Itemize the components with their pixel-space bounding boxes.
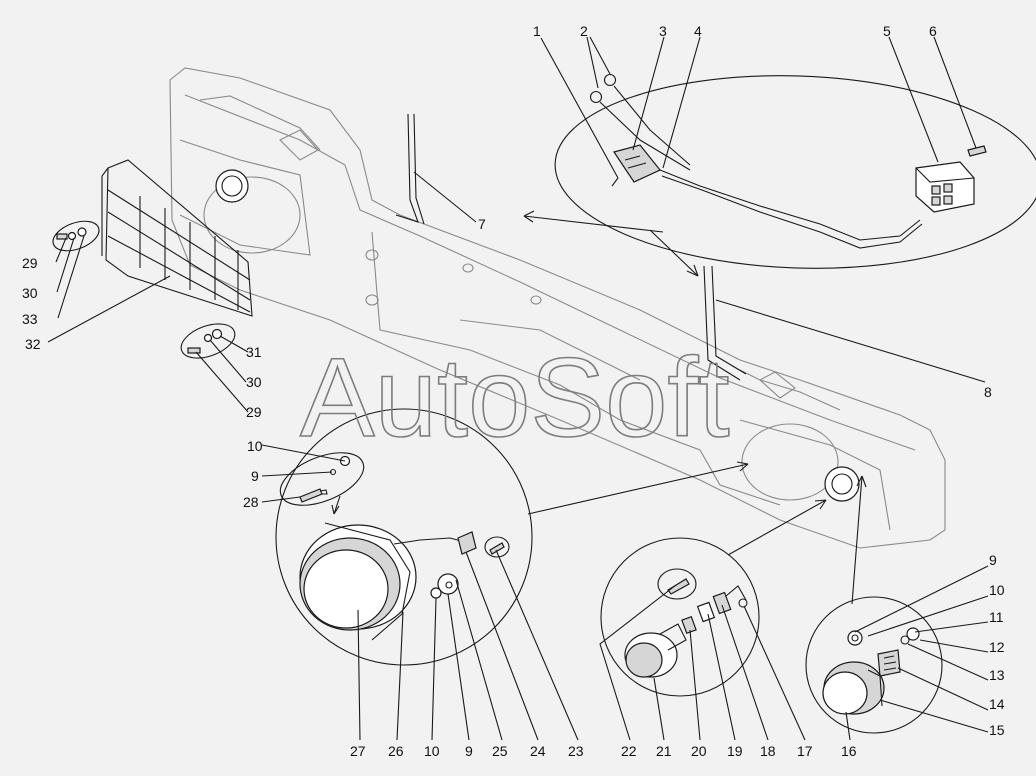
mesh-grille [101, 159, 253, 317]
bracket-rod-8 [703, 265, 747, 381]
callout-15: 15 [989, 722, 1005, 738]
fastener-group-29-30-31 [180, 323, 236, 359]
connector-detail-circle [600, 537, 760, 697]
watermark-text: AutoSoft [300, 335, 730, 460]
bumper-body [169, 67, 946, 549]
callout-13: 13 [989, 667, 1005, 683]
callout-14: 14 [989, 696, 1005, 712]
leader-lines [47, 36, 989, 741]
callout-11: 11 [989, 609, 1004, 625]
callout-25: 25 [492, 743, 508, 759]
callout-23: 23 [568, 743, 584, 759]
callout-18: 18 [760, 743, 776, 759]
callout-7: 7 [478, 216, 486, 232]
mounted-lamp-right [824, 466, 860, 502]
callout-29-a: 29 [22, 255, 38, 271]
callout-10-c: 10 [989, 582, 1005, 598]
callout-1: 1 [533, 23, 541, 39]
headlamp-detail-circle [275, 408, 533, 666]
callout-30-b: 30 [246, 374, 262, 390]
callout-2: 2 [580, 23, 588, 39]
callout-5: 5 [883, 23, 891, 39]
foglamp-detail-circle [805, 596, 943, 734]
callout-16: 16 [841, 743, 857, 759]
assembly-arrows [331, 210, 867, 605]
callout-4: 4 [694, 23, 702, 39]
callout-26: 26 [388, 743, 404, 759]
callout-9-c: 9 [989, 552, 997, 568]
callout-31: 31 [246, 344, 262, 360]
callout-21: 21 [656, 743, 672, 759]
callout-10-b: 10 [424, 743, 440, 759]
callout-29-b: 29 [246, 404, 262, 420]
callout-3: 3 [659, 23, 667, 39]
callout-22: 22 [621, 743, 637, 759]
callout-30-a: 30 [22, 285, 38, 301]
callout-24: 24 [530, 743, 546, 759]
callout-20: 20 [691, 743, 707, 759]
callout-8: 8 [984, 384, 992, 400]
callout-17: 17 [797, 743, 813, 759]
callout-33: 33 [22, 311, 38, 327]
callout-9-a: 9 [251, 468, 259, 484]
callout-numbers: 1 2 3 4 5 6 7 8 10 9 28 29 30 33 32 31 3… [22, 23, 1005, 759]
callout-27: 27 [350, 743, 366, 759]
wiring-detail-ellipse [554, 73, 1036, 269]
mounted-lamp-left [215, 169, 249, 203]
callout-6: 6 [929, 23, 937, 39]
callout-9-b: 9 [465, 743, 473, 759]
callout-28: 28 [243, 494, 259, 510]
fastener-group-29-30-33 [52, 220, 100, 252]
callout-12: 12 [989, 639, 1005, 655]
callout-19: 19 [727, 743, 743, 759]
callout-10-a: 10 [247, 438, 263, 454]
callout-32: 32 [25, 336, 41, 352]
bracket-rod-7 [395, 113, 425, 225]
